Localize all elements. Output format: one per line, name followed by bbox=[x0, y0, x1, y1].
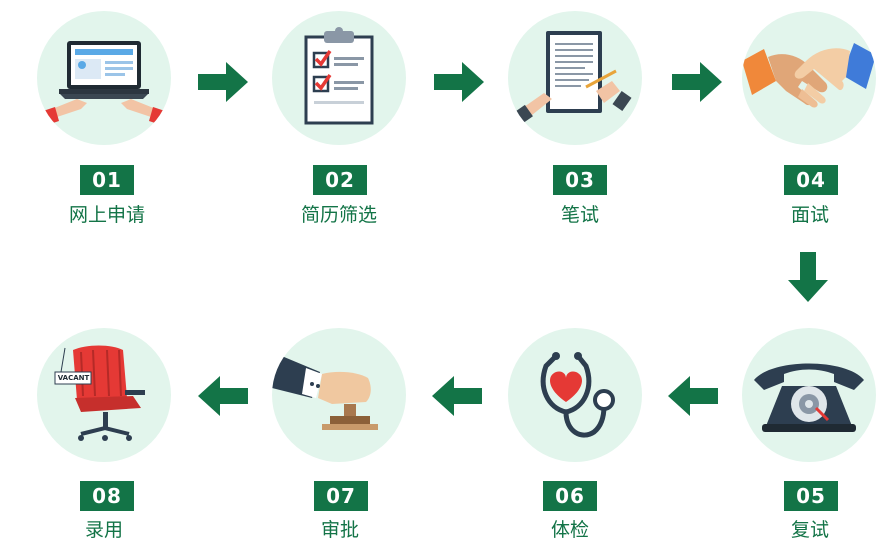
office-chair-icon bbox=[54, 345, 145, 441]
step-04-label: 面试 bbox=[790, 204, 829, 226]
step-04-circle bbox=[742, 11, 876, 145]
step-07-label: 审批 bbox=[320, 519, 359, 541]
step-05-number: 05 bbox=[784, 481, 838, 511]
stamp-approval-icon bbox=[272, 352, 378, 430]
arrow-right-icon bbox=[198, 62, 248, 102]
step-02-circle bbox=[272, 11, 406, 145]
arrow-left-icon bbox=[432, 376, 482, 416]
step-01-number: 01 bbox=[80, 165, 134, 195]
step-02-number: 02 bbox=[313, 165, 367, 195]
telephone-icon bbox=[754, 363, 864, 432]
clipboard-checklist-icon bbox=[304, 27, 374, 125]
step-03-number: 03 bbox=[553, 165, 607, 195]
step-06-number: 06 bbox=[543, 481, 597, 511]
step-02-label: 简历筛选 bbox=[300, 204, 377, 226]
arrow-right-icon bbox=[672, 62, 722, 102]
step-05-circle bbox=[742, 328, 876, 462]
step-05-label: 复试 bbox=[790, 519, 829, 541]
step-08-circle: VACANT bbox=[37, 328, 171, 462]
arrow-down-icon bbox=[788, 252, 828, 302]
step-03-label: 笔试 bbox=[560, 204, 599, 226]
step-01-circle bbox=[37, 11, 171, 145]
arrow-left-icon bbox=[668, 376, 718, 416]
writing-document-icon bbox=[515, 31, 632, 124]
handshake-icon bbox=[742, 43, 876, 108]
step-06-circle bbox=[508, 328, 642, 462]
laptop-typing-icon bbox=[43, 41, 165, 125]
vacant-sign-text: VACANT bbox=[57, 374, 90, 382]
step-07-number: 07 bbox=[314, 481, 368, 511]
step-03-circle bbox=[508, 11, 642, 145]
stethoscope-heart-icon bbox=[540, 352, 615, 438]
step-06-label: 体检 bbox=[550, 519, 589, 541]
step-08-number: 08 bbox=[80, 481, 134, 511]
step-04-number: 04 bbox=[784, 165, 838, 195]
step-01-label: 网上申请 bbox=[68, 204, 145, 226]
step-07-circle bbox=[272, 328, 406, 462]
arrow-right-icon bbox=[434, 62, 484, 102]
step-08-label: 录用 bbox=[84, 519, 123, 541]
arrow-left-icon bbox=[198, 376, 248, 416]
